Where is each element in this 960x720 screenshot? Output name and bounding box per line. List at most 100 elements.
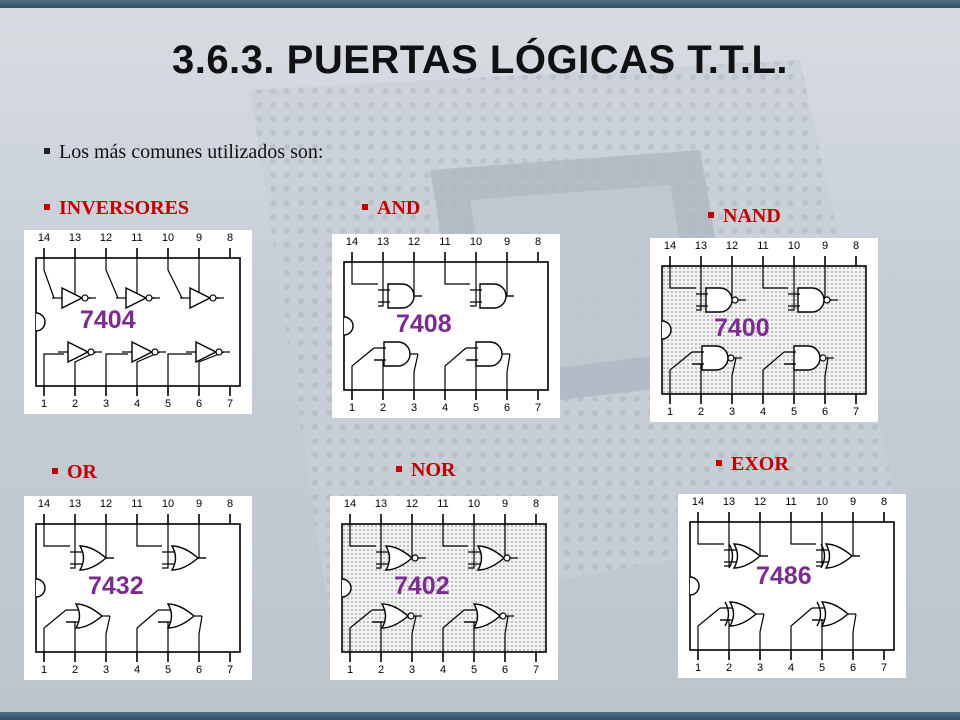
nor-gate-symbol [372, 603, 422, 629]
not-gate-symbol [186, 340, 230, 364]
slide-title: 3.6.3. PUERTAS LÓGICAS T.T.L. [171, 38, 789, 82]
and-gate-symbol [374, 341, 418, 367]
pin-number-bottom: 3 [102, 398, 110, 410]
or-gate-symbol [70, 545, 114, 571]
pin-number-top: 11 [131, 498, 143, 510]
bullet-square-icon [44, 204, 50, 211]
pin-number-top: 11 [785, 496, 797, 508]
ic-notch [35, 578, 46, 598]
pin-number-top: 10 [815, 496, 829, 508]
pin-number-top: 13 [68, 498, 82, 510]
ic-package-body [343, 261, 549, 391]
pin-number-bottom: 6 [849, 662, 857, 674]
pin-number-bottom: 3 [410, 402, 418, 414]
pin-number-bottom: 2 [71, 664, 79, 676]
nand-gate-symbol [696, 287, 746, 313]
pin-number-bottom: 3 [728, 406, 736, 418]
pin-number-top: 8 [534, 236, 542, 248]
xor-gate-symbol [816, 543, 860, 569]
pin-number-top: 11 [437, 498, 449, 510]
pin-number-top: 10 [469, 236, 483, 248]
pin-number-top: 12 [725, 240, 739, 252]
pin-number-top: 14 [345, 236, 359, 248]
pin-number-bottom: 5 [164, 664, 172, 676]
not-gate-symbol [180, 286, 224, 310]
pin-number-bottom: 2 [71, 398, 79, 410]
not-gate-symbol [52, 286, 96, 310]
pin-number-top: 8 [852, 240, 860, 252]
ic-notch [35, 312, 46, 332]
bullet-square-icon [362, 204, 368, 211]
intro-text: Los más comunes utilizados son: [59, 141, 324, 163]
label-nand: NAND [708, 204, 781, 228]
pin-number-top: 11 [131, 232, 143, 244]
pin-number-top: 10 [161, 232, 175, 244]
nand-gate-symbol [784, 345, 834, 371]
nand-gate-symbol [692, 345, 742, 371]
pin-number-bottom: 5 [470, 664, 478, 676]
pin-number-bottom: 5 [472, 402, 480, 414]
nor-gate-symbol [376, 545, 426, 571]
not-gate-symbol [116, 286, 160, 310]
pin-number-top: 9 [503, 236, 511, 248]
pin-number-bottom: 1 [40, 664, 48, 676]
pin-number-bottom: 5 [790, 406, 798, 418]
ic-notch [341, 578, 352, 598]
pin-number-bottom: 6 [501, 664, 509, 676]
pin-number-bottom: 1 [694, 662, 702, 674]
pin-number-bottom: 3 [408, 664, 416, 676]
not-gate-symbol [122, 340, 166, 364]
pin-number-top: 9 [195, 232, 203, 244]
part-number-label: 7408 [396, 310, 452, 338]
or-gate-symbol [66, 603, 110, 629]
pin-number-bottom: 2 [697, 406, 705, 418]
pin-number-top: 8 [880, 496, 888, 508]
ic-package-body [35, 257, 241, 387]
pin-number-top: 14 [343, 498, 357, 510]
pin-number-top: 9 [501, 498, 509, 510]
pin-number-bottom: 1 [666, 406, 674, 418]
pin-number-bottom: 3 [756, 662, 764, 674]
bullet-square-icon [716, 460, 722, 467]
pin-number-top: 11 [757, 240, 769, 252]
nor-gate-symbol [468, 545, 518, 571]
pin-number-bottom: 7 [880, 662, 888, 674]
pin-number-top: 10 [161, 498, 175, 510]
top-frame-bar [0, 0, 960, 8]
bullet-square-icon [44, 148, 50, 155]
pin-number-bottom: 2 [377, 664, 385, 676]
pin-number-top: 14 [691, 496, 705, 508]
xor-gate-symbol [724, 543, 768, 569]
part-number-label: 7400 [714, 314, 770, 342]
pin-number-top: 12 [753, 496, 767, 508]
pin-number-bottom: 6 [821, 406, 829, 418]
and-gate-symbol [378, 283, 422, 309]
pin-number-bottom: 5 [818, 662, 826, 674]
pin-number-top: 11 [439, 236, 451, 248]
pin-number-bottom: 7 [852, 406, 860, 418]
ic-notch [661, 320, 672, 340]
bottom-frame-bar [0, 712, 960, 720]
pin-number-bottom: 1 [40, 398, 48, 410]
part-number-label: 7402 [394, 572, 450, 600]
xor-gate-symbol [720, 601, 764, 627]
and-gate-symbol [466, 341, 510, 367]
pin-number-top: 12 [407, 236, 421, 248]
pin-number-bottom: 4 [759, 406, 767, 418]
pin-number-top: 13 [376, 236, 390, 248]
pin-number-bottom: 1 [346, 664, 354, 676]
ic-package-body [341, 523, 547, 653]
pin-number-top: 14 [37, 232, 51, 244]
pin-number-top: 12 [99, 232, 113, 244]
label-and: AND [362, 196, 420, 220]
bullet-square-icon [52, 468, 58, 475]
or-gate-symbol [158, 603, 202, 629]
ic-package-body [35, 523, 241, 653]
pin-number-top: 12 [405, 498, 419, 510]
